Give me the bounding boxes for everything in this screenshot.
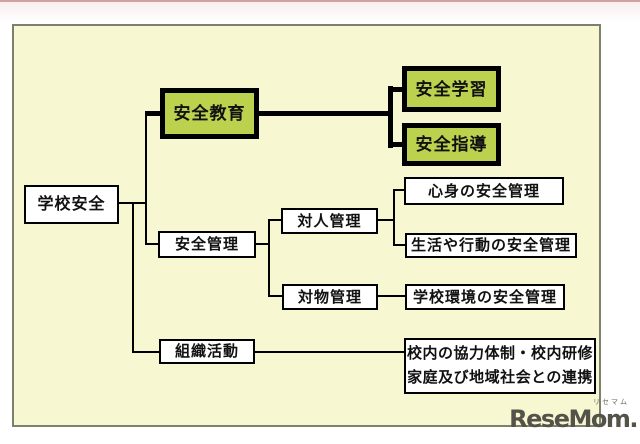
connector-to-environment (378, 295, 405, 297)
node-life-behavior-safety: 生活や行動の安全管理 (405, 233, 577, 258)
connector-personal-stub (378, 219, 395, 221)
connector-to-learning-thick (391, 87, 402, 92)
diagram-panel: 学校安全 安全教育 安全学習 安全指導 安全管理 対人管理 心身の安全管理 生活… (12, 24, 601, 427)
connector-to-personal (268, 219, 281, 221)
node-safety-learning: 安全学習 (402, 66, 501, 112)
connector-to-education-thick (145, 111, 162, 116)
resemom-logo-kana: リセマム (593, 399, 629, 406)
connector-education-right-thick (259, 111, 390, 116)
connector-to-cooperation (255, 351, 404, 353)
node-school-environment-safety: 学校環境の安全管理 (405, 284, 565, 310)
top-wash (0, 2, 640, 22)
node-property-management: 対物管理 (282, 284, 378, 310)
node-school-safety: 学校安全 (24, 185, 119, 224)
cooperation-line-1: 校内の協力体制・校内研修 (406, 345, 593, 362)
connector-education-bracket-thick (388, 86, 393, 148)
node-safety-management: 安全管理 (158, 231, 256, 258)
connector-to-lifebehavior (393, 244, 405, 246)
node-cooperation: 校内の協力体制・校内研修 家庭及び地域社会との連携 (404, 338, 596, 394)
connector-to-property (268, 295, 282, 297)
node-personal-management: 対人管理 (281, 208, 378, 234)
top-rule (0, 0, 640, 2)
connector-management-bracket (268, 219, 270, 297)
node-safety-guidance: 安全指導 (402, 123, 501, 166)
resemom-logo-wordmark: ReseMom. (509, 405, 638, 433)
node-safety-education: 安全教育 (160, 88, 259, 139)
connector-to-safety-management (145, 243, 160, 245)
node-organizational-activities: 組織活動 (159, 339, 255, 364)
connector-to-guidance-thick (391, 142, 402, 147)
connector-management-stub (256, 243, 269, 245)
node-mind-body-safety: 心身の安全管理 (404, 177, 564, 205)
cooperation-line-2: 家庭及び地域社会との連携 (407, 369, 593, 386)
connector-trunk-lower (132, 202, 134, 353)
connector-personal-bracket (393, 189, 395, 246)
connector-to-mindbody (393, 189, 404, 191)
connector-trunk-upper (145, 112, 147, 245)
connector-to-organization (132, 351, 161, 353)
resemom-logo: リセマム ReseMom. (509, 399, 638, 439)
